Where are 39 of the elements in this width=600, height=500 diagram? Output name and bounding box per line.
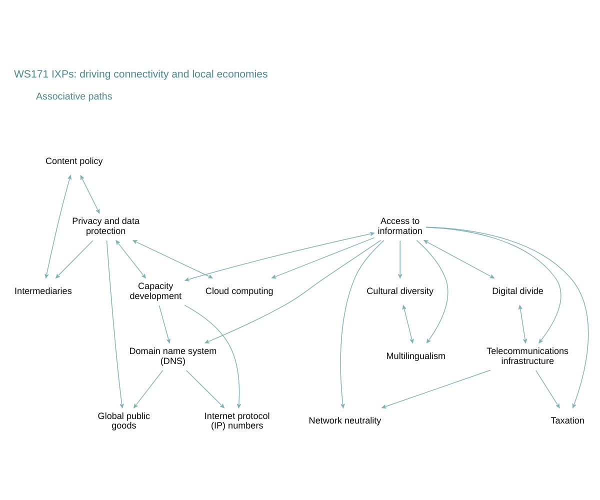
arrow [426, 226, 589, 408]
node-text: Multilingualism [386, 350, 446, 360]
node-text: Privacy and data protection [72, 216, 140, 236]
arrow [158, 304, 170, 343]
arrow [382, 369, 491, 408]
node-text: Telecommunications infrastructure [486, 345, 569, 366]
arrow [184, 304, 242, 408]
node-text: Intermediaries [14, 285, 72, 296]
node-text: Taxation [550, 415, 584, 426]
node-text: Digital divide [492, 285, 544, 296]
arrow [204, 239, 382, 343]
arrow [186, 370, 224, 408]
label: Associative paths [36, 91, 112, 102]
node-text: Cloud computing [205, 285, 274, 296]
arrow [134, 370, 164, 408]
arrow [132, 240, 213, 278]
node-text: Content policy [45, 156, 103, 166]
node-text: Cultural diversity [366, 285, 434, 296]
arrow [416, 239, 448, 343]
arrow [340, 240, 384, 408]
node-text: Global public goods [98, 410, 150, 430]
arrow [184, 231, 374, 281]
arrow [426, 226, 562, 343]
arrow [398, 240, 402, 278]
diagram-title: WS171 IXPs: driving connectivity and local economies [14, 68, 268, 80]
arrow [106, 240, 124, 408]
node-text: Internet protocol (IP) numbers [204, 410, 270, 430]
arrow [56, 240, 94, 278]
node-text: Capacity development [130, 280, 182, 300]
arrow [116, 240, 146, 278]
arrow [536, 370, 560, 408]
arrow [80, 174, 100, 213]
arrow [44, 174, 72, 278]
node-text: Network neutrality [308, 415, 382, 426]
node-text: Access to information [378, 216, 422, 236]
node-text: Domain name system (DNS) [129, 345, 217, 366]
arrow [424, 240, 494, 278]
arrow [518, 304, 528, 343]
arrow [272, 236, 375, 278]
